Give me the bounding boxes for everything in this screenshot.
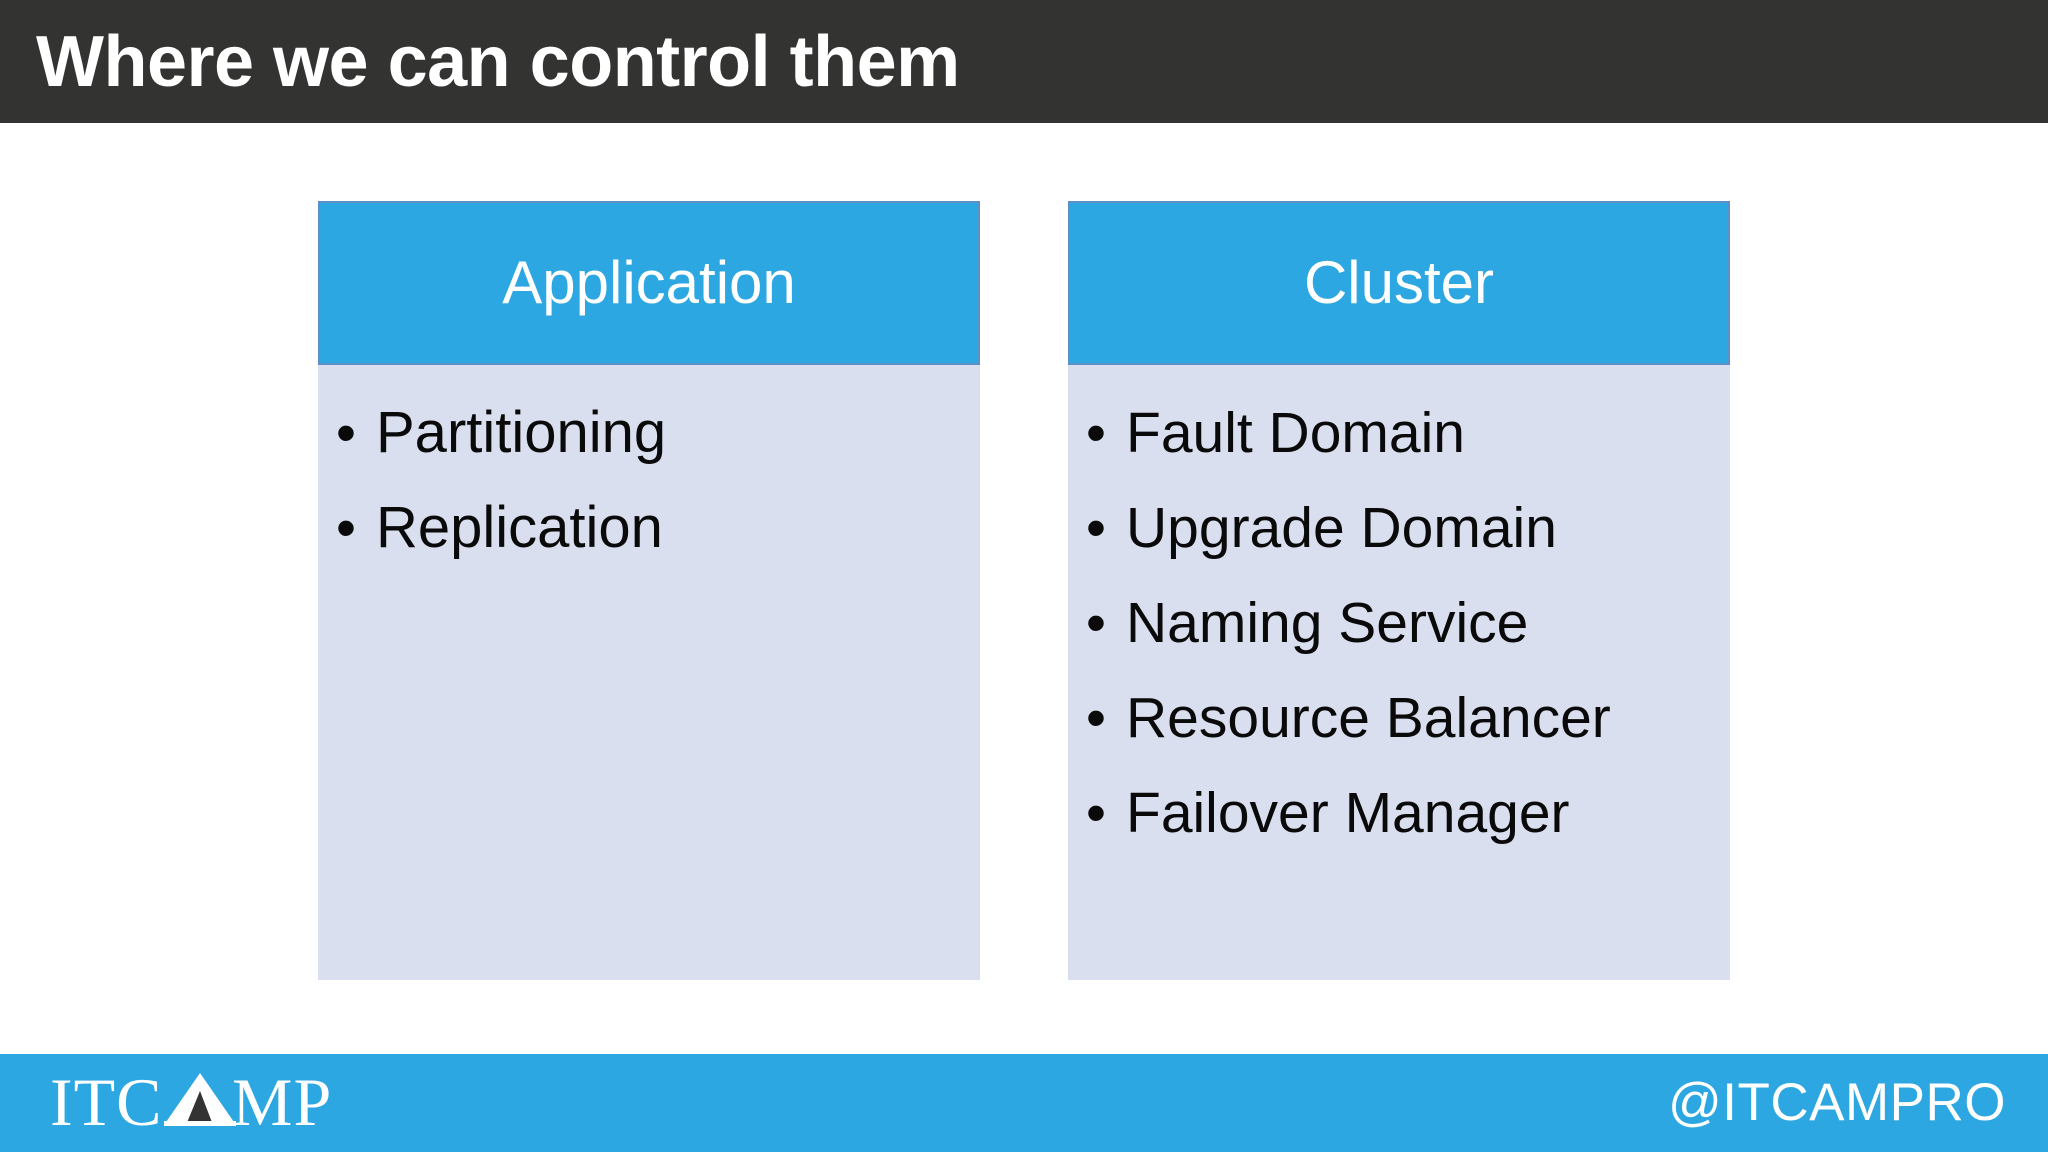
bullet-dot-icon: • [1086,496,1106,560]
itcamp-logo: ITC MP [50,1067,360,1139]
list-item-label: Replication [376,495,663,560]
list-item: • Partitioning [336,387,962,479]
bullet-dot-icon: • [336,496,356,560]
logo-tent-base [164,1121,236,1126]
card-body-application: • Partitioning • Replication [318,365,980,980]
card-body-cluster: • Fault Domain • Upgrade Domain • Naming… [1068,365,1730,980]
logo-tent-inner [186,1091,213,1125]
list-item: • Failover Manager [1086,767,1712,859]
list-item: • Replication [336,482,962,574]
list-item-label: Upgrade Domain [1126,496,1557,560]
bullet-dot-icon: • [336,401,356,465]
list-item: • Resource Balancer [1086,672,1712,764]
content-area: Application • Partitioning • Replication [0,123,2048,1054]
bullet-list-application: • Partitioning • Replication [336,387,962,574]
bullet-dot-icon: • [1086,401,1106,465]
title-bar: Where we can control them [0,0,2048,123]
list-item: • Fault Domain [1086,387,1712,479]
itcamp-tent-logo-icon: ITC MP [50,1067,332,1139]
list-item: • Naming Service [1086,577,1712,669]
list-item-label: Partitioning [376,400,667,465]
logo-text-mp: MP [232,1067,332,1139]
list-item-label: Failover Manager [1126,781,1570,845]
list-item: • Upgrade Domain [1086,482,1712,574]
bullet-dot-icon: • [1086,781,1106,845]
list-item-label: Resource Balancer [1126,686,1611,750]
card-header-title-application: Application [502,249,796,316]
bullet-dot-icon: • [1086,686,1106,750]
list-item-label: Naming Service [1126,591,1529,655]
list-item-label: Fault Domain [1126,401,1465,465]
bullet-list-cluster: • Fault Domain • Upgrade Domain • Naming… [1086,387,1712,859]
footer-bar: ITC MP @ITCAMPRO [0,1054,2048,1152]
card-header-application: Application [318,201,980,365]
card-header-title-cluster: Cluster [1303,249,1495,316]
card-cluster: Cluster • Fault Domain • Upgrade Domain … [1068,201,1730,980]
card-header-cluster: Cluster [1068,201,1730,365]
social-handle: @ITCAMPRO [1667,1073,2006,1132]
bullet-dot-icon: • [1086,591,1106,655]
page-title: Where we can control them [36,21,960,102]
logo-text-itc: ITC [50,1067,163,1139]
card-application: Application • Partitioning • Replication [318,201,980,980]
